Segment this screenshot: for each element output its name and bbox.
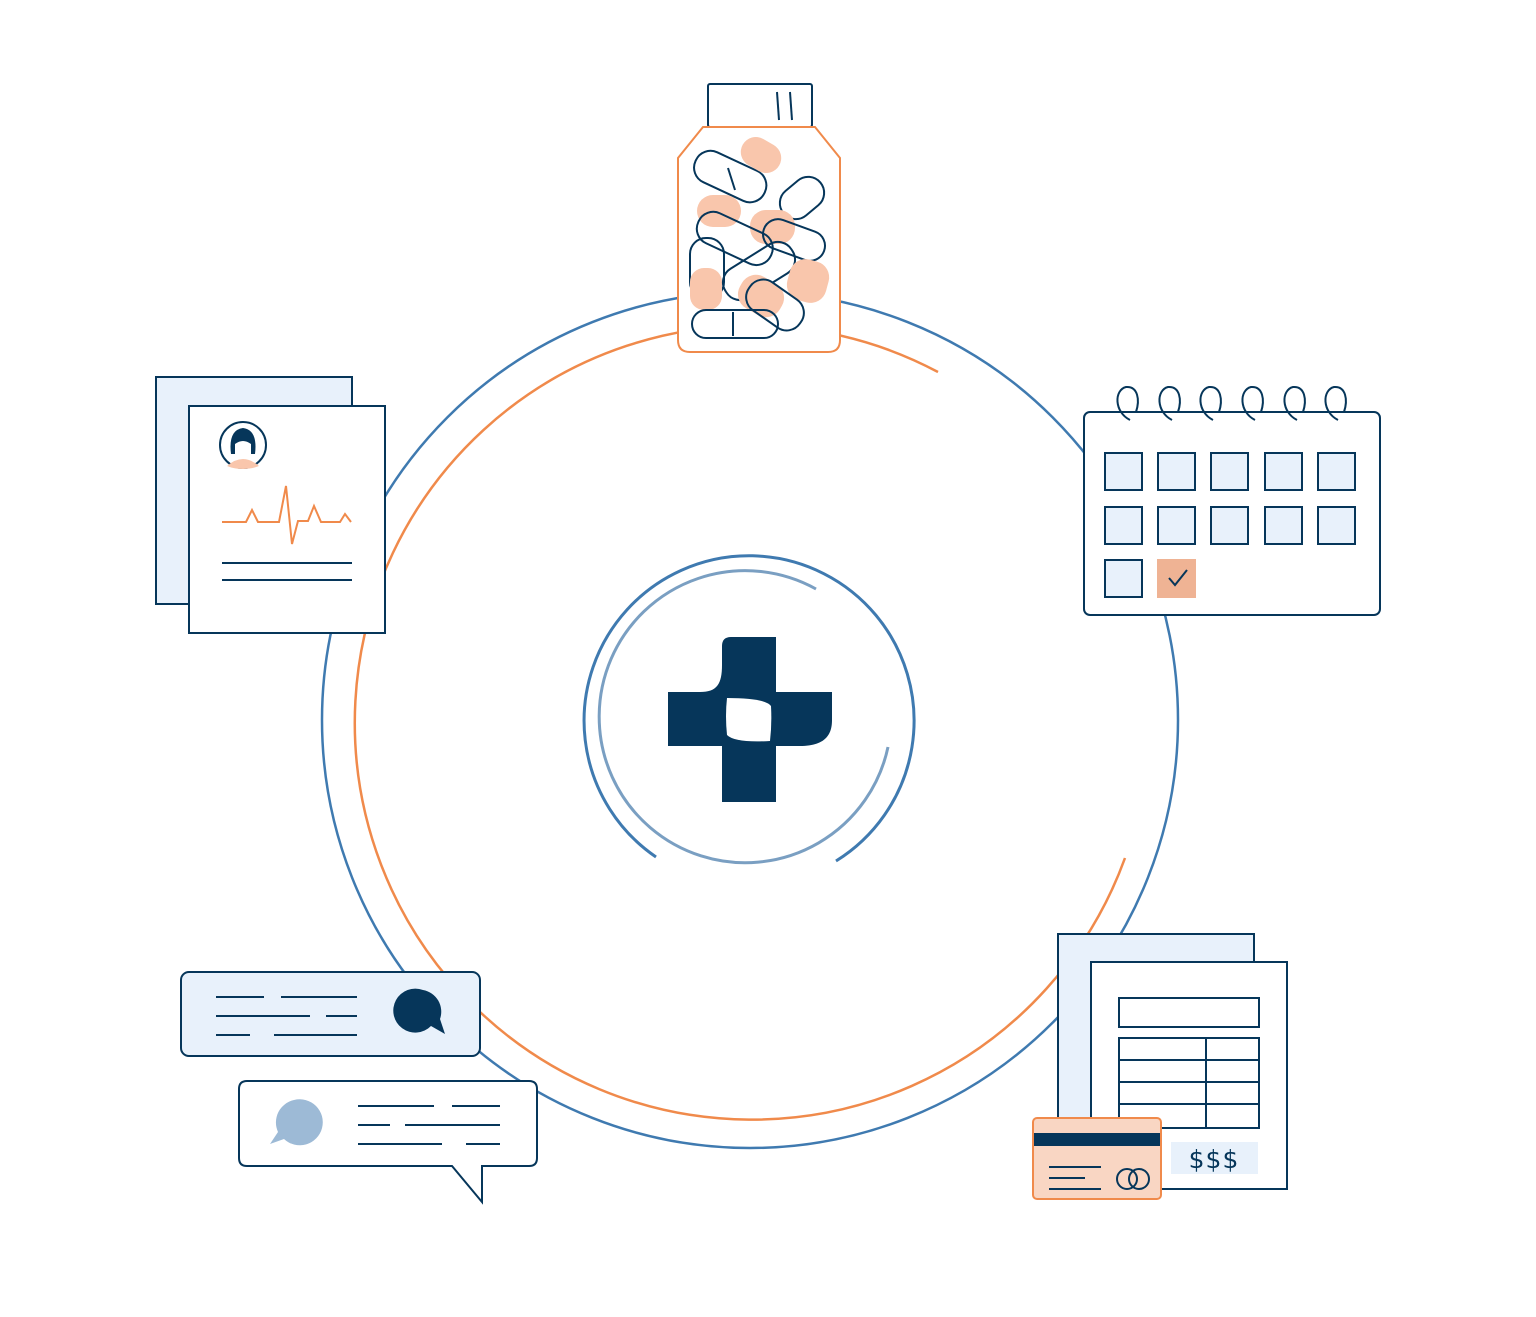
- medical-cross-logo-icon: [668, 637, 832, 802]
- patient-avatar-icon: [219, 421, 267, 469]
- credit-card-icon: [1032, 1117, 1162, 1200]
- center-ring-inner: [597, 569, 890, 865]
- heartbeat-icon: [222, 485, 352, 545]
- invoice-amount-label: $$$: [1189, 1145, 1240, 1174]
- outer-ring-orange: [353, 324, 1127, 1121]
- calendar-checked-day: [1157, 559, 1196, 598]
- check-icon: [1168, 569, 1188, 587]
- pill-bottle-icon: [677, 83, 841, 353]
- chat-bubbles-icon: [180, 971, 538, 1205]
- center-ring-outer: [582, 554, 916, 863]
- calendar-icon: [1083, 385, 1381, 616]
- billing-invoice-icon: $$$: [1057, 933, 1288, 1190]
- medical-record-icon: [155, 376, 386, 634]
- invoice-total-box: [1171, 1142, 1258, 1174]
